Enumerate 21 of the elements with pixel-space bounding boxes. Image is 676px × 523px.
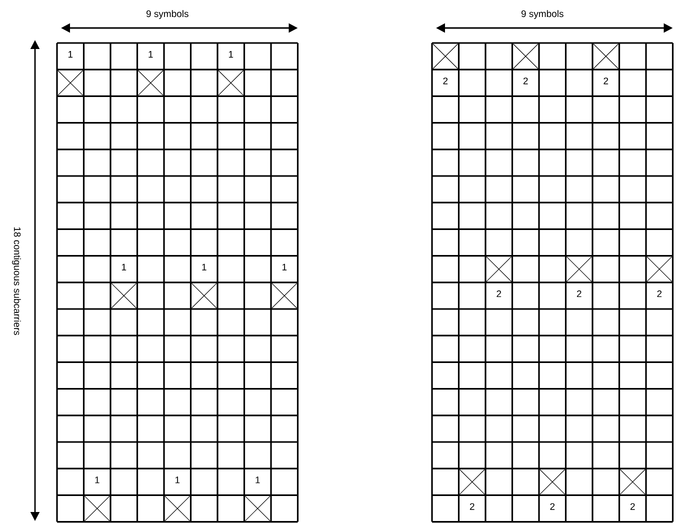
cell-number: 2 (470, 503, 474, 510)
dimension-label: 9 symbols (521, 10, 564, 19)
dimension-label: 18 contiguous subcarriers (12, 227, 21, 336)
cell-number: 2 (604, 78, 608, 84)
cell-number: 2 (523, 78, 528, 84)
cell-number: 2 (576, 290, 582, 298)
dimension-label: 9 symbols (146, 10, 188, 19)
cell-number: 1 (282, 264, 287, 270)
cell-number: 2 (630, 503, 635, 510)
cell-number: 1 (175, 476, 180, 484)
cell-number: 1 (202, 264, 206, 270)
cell-number: 2 (496, 290, 502, 298)
cell-number: 1 (228, 51, 234, 58)
cell-number: 2 (443, 78, 448, 84)
cell-number: 1 (68, 51, 73, 58)
cell-number: 2 (550, 503, 555, 510)
cell-number: 1 (256, 476, 260, 484)
cell-number: 1 (122, 264, 126, 270)
cell-number: 1 (148, 51, 153, 58)
cell-number: 2 (657, 290, 662, 298)
cell-number: 1 (95, 476, 100, 484)
